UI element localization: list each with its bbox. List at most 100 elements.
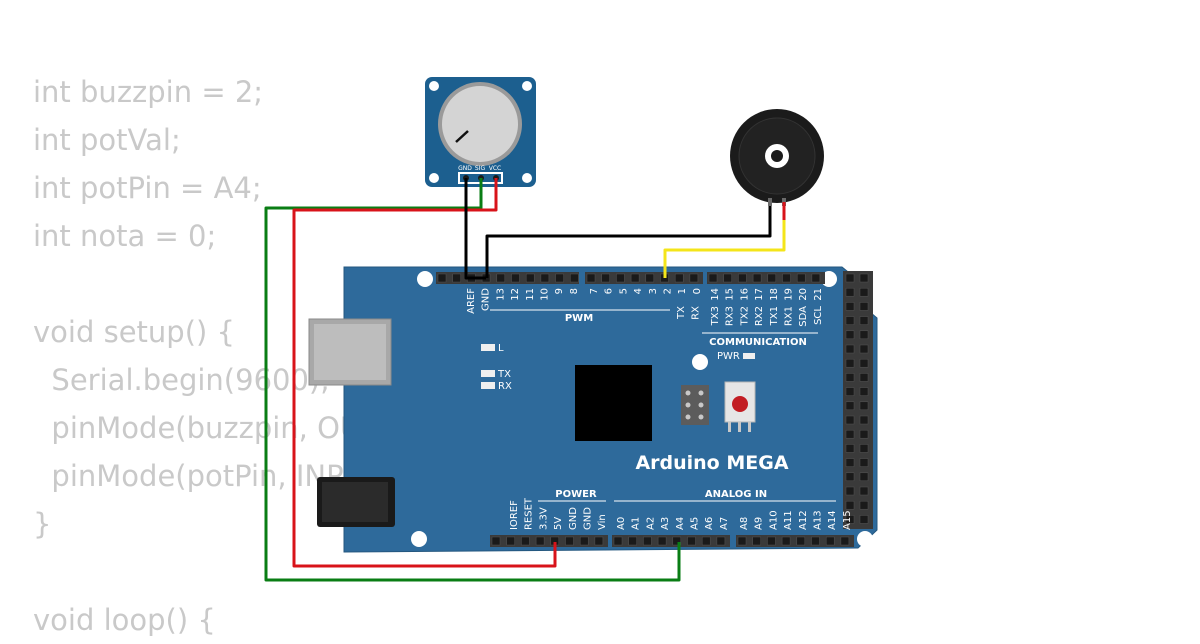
pin-hole[interactable] bbox=[859, 401, 869, 411]
pin-hole[interactable] bbox=[752, 273, 762, 283]
pin-hole[interactable] bbox=[738, 273, 747, 283]
pin-hole[interactable] bbox=[716, 536, 726, 546]
pin-hole[interactable] bbox=[859, 387, 869, 396]
pot-pin-label: SIG bbox=[475, 165, 486, 172]
pin-hole[interactable] bbox=[825, 536, 835, 546]
pin-hole[interactable] bbox=[630, 273, 640, 283]
pin-hole[interactable] bbox=[859, 273, 869, 283]
pin-hole[interactable] bbox=[452, 273, 461, 283]
pin-hole[interactable] bbox=[859, 316, 869, 325]
pin-hole[interactable] bbox=[570, 273, 579, 283]
pin-hole[interactable] bbox=[511, 273, 520, 283]
pin-hole[interactable] bbox=[845, 472, 855, 482]
pin-hole[interactable] bbox=[859, 515, 869, 524]
pin-hole[interactable] bbox=[811, 273, 821, 283]
pin-hole[interactable] bbox=[845, 302, 855, 311]
pin-hole[interactable] bbox=[579, 536, 589, 546]
pin-hole[interactable] bbox=[687, 536, 696, 546]
pin-hole[interactable] bbox=[840, 536, 850, 546]
pin-hole[interactable] bbox=[555, 273, 564, 283]
pin-label: A12 bbox=[798, 510, 809, 530]
pin-hole[interactable] bbox=[437, 273, 447, 283]
pin-hole[interactable] bbox=[859, 486, 869, 496]
pin-hole[interactable] bbox=[782, 273, 791, 283]
pin-hole[interactable] bbox=[723, 273, 732, 283]
pin-hole[interactable] bbox=[845, 273, 855, 283]
wire-vcc[interactable] bbox=[292, 178, 557, 568]
pin-hole[interactable] bbox=[594, 536, 604, 546]
pin-hole[interactable] bbox=[845, 387, 855, 396]
icsp-header bbox=[681, 385, 709, 425]
pin-hole[interactable] bbox=[796, 536, 806, 546]
pin-hole[interactable] bbox=[674, 273, 684, 283]
pin-hole[interactable] bbox=[845, 287, 855, 297]
pin-hole[interactable] bbox=[616, 273, 625, 283]
pin-hole[interactable] bbox=[859, 358, 869, 368]
pin-hole[interactable] bbox=[752, 536, 761, 546]
pin-hole[interactable] bbox=[672, 536, 682, 546]
pin-hole[interactable] bbox=[845, 344, 855, 354]
pin-hole[interactable] bbox=[645, 273, 655, 283]
pin-hole[interactable] bbox=[796, 273, 806, 283]
pin-hole[interactable] bbox=[859, 429, 869, 439]
pin-hole[interactable] bbox=[628, 536, 637, 546]
pin-hole[interactable] bbox=[521, 536, 530, 546]
pin-hole[interactable] bbox=[859, 444, 869, 453]
pin-hole[interactable] bbox=[781, 536, 791, 546]
code-line: int buzzpin = 2; bbox=[33, 75, 264, 109]
pin-hole[interactable] bbox=[565, 536, 574, 546]
pin-hole[interactable] bbox=[767, 273, 777, 283]
pin-hole[interactable] bbox=[845, 401, 855, 411]
pin-label: TX1 bbox=[769, 306, 780, 326]
pin-hole[interactable] bbox=[689, 273, 699, 283]
pin-hole[interactable] bbox=[859, 458, 869, 467]
pin-hole[interactable] bbox=[643, 536, 652, 546]
wire-buzzer-gnd[interactable] bbox=[485, 206, 772, 278]
pin-hole[interactable] bbox=[845, 316, 855, 325]
pin-hole[interactable] bbox=[496, 273, 506, 283]
pin-hole[interactable] bbox=[491, 536, 501, 546]
pin-label: 5V bbox=[553, 517, 564, 530]
wire-pot-gnd[interactable] bbox=[464, 178, 486, 280]
pin-hole[interactable] bbox=[859, 500, 869, 510]
pin-hole[interactable] bbox=[859, 415, 869, 425]
piezo-buzzer[interactable] bbox=[730, 109, 824, 206]
pin-hole[interactable] bbox=[767, 536, 776, 546]
potentiometer-module[interactable]: GND SIG VCC bbox=[425, 77, 536, 187]
pin-hole[interactable] bbox=[737, 536, 747, 546]
pin-hole[interactable] bbox=[845, 373, 855, 382]
pin-hole[interactable] bbox=[586, 273, 596, 283]
potentiometer-knob[interactable] bbox=[442, 86, 518, 162]
header-digital-side bbox=[843, 271, 873, 529]
pin-hole[interactable] bbox=[845, 500, 855, 510]
pin-hole[interactable] bbox=[657, 536, 667, 546]
pin-hole[interactable] bbox=[845, 458, 855, 467]
pin-hole[interactable] bbox=[701, 536, 711, 546]
reset-button[interactable] bbox=[724, 381, 756, 432]
pin-hole[interactable] bbox=[859, 373, 869, 382]
pin-hole[interactable] bbox=[535, 536, 545, 546]
pin-hole[interactable] bbox=[525, 273, 535, 283]
pin-hole[interactable] bbox=[859, 302, 869, 311]
pin-hole[interactable] bbox=[811, 536, 820, 546]
pin-hole[interactable] bbox=[845, 415, 855, 425]
pin-hole[interactable] bbox=[845, 515, 855, 524]
pin-hole[interactable] bbox=[845, 358, 855, 368]
wire-signal[interactable] bbox=[264, 178, 681, 582]
pin-hole[interactable] bbox=[859, 472, 869, 482]
pin-hole[interactable] bbox=[506, 536, 515, 546]
pin-hole[interactable] bbox=[859, 330, 869, 340]
pin-label: 6 bbox=[604, 288, 615, 294]
pin-hole[interactable] bbox=[845, 429, 855, 439]
pin-hole[interactable] bbox=[601, 273, 610, 283]
pin-hole[interactable] bbox=[540, 273, 550, 283]
pin-hole[interactable] bbox=[845, 486, 855, 496]
pin-hole[interactable] bbox=[708, 273, 718, 283]
pin-hole[interactable] bbox=[859, 344, 869, 354]
pin-hole[interactable] bbox=[859, 287, 869, 297]
pin-hole[interactable] bbox=[845, 444, 855, 453]
pin-hole[interactable] bbox=[845, 330, 855, 340]
wire-buzzer-signal[interactable] bbox=[663, 206, 786, 278]
arduino-board[interactable]: L TX RX PWR PWM COMMUNICATION Arduino ME… bbox=[308, 266, 878, 553]
pin-hole[interactable] bbox=[613, 536, 623, 546]
